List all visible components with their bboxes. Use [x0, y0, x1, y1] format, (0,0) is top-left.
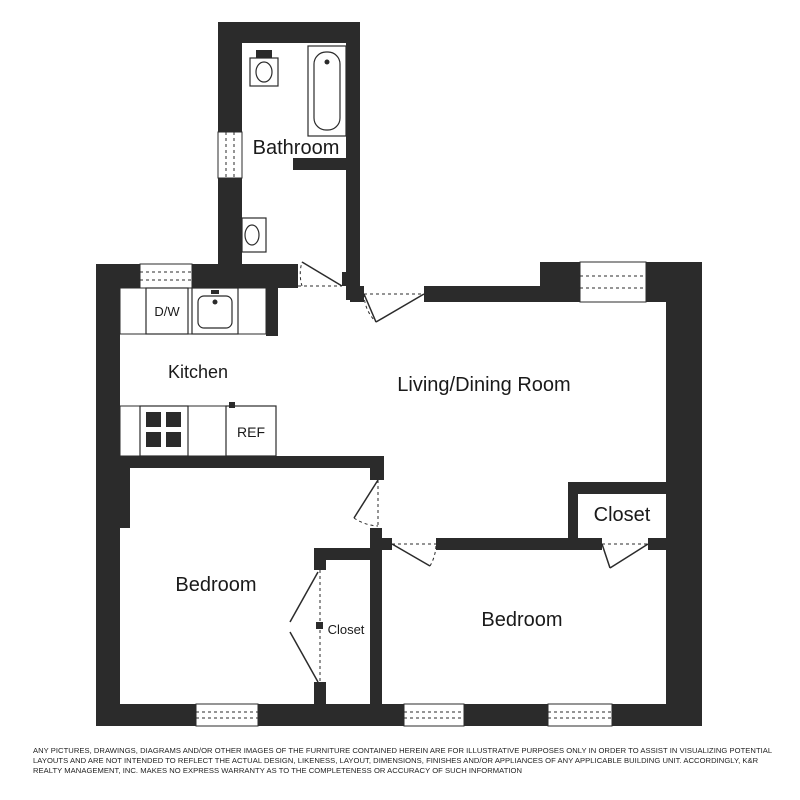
room-label-bedroom-left: Bedroom	[175, 574, 256, 596]
bedroom-door-post-top	[370, 456, 384, 480]
stove-icon	[139, 405, 189, 457]
closet-left-wall	[568, 482, 578, 542]
right-exterior-wall	[666, 262, 702, 726]
living-top-wall-left	[350, 286, 364, 302]
left-exterior-wall	[96, 264, 120, 726]
bathroom-fixtures	[241, 45, 347, 253]
walls	[96, 22, 702, 726]
room-label-closet-small: Closet	[328, 622, 365, 637]
kitchen-bedroom-wall	[120, 456, 384, 468]
door-bathroom	[298, 261, 343, 287]
kitchen-fixtures: D/W REF	[119, 287, 277, 457]
right-bedroom-top-wall	[436, 538, 602, 550]
window-living	[579, 261, 647, 303]
bottom-wall-mid	[258, 704, 404, 726]
kitchen-wall-stub	[266, 288, 278, 336]
door-living-entry	[363, 293, 425, 323]
door-closet-small	[289, 570, 321, 683]
bottom-wall-left	[96, 704, 196, 726]
small-closet-top-wall	[314, 548, 372, 560]
closet-top-wall	[568, 482, 668, 494]
bathtub-icon	[307, 45, 347, 137]
dishwasher-label: D/W	[154, 304, 180, 319]
toilet-icon	[249, 50, 279, 87]
room-label-kitchen: Kitchen	[168, 362, 228, 382]
kitchen-sink-icon	[191, 287, 239, 335]
room-label-bathroom: Bathroom	[253, 137, 340, 159]
bottom-wall-center	[464, 704, 548, 726]
room-labels: Bathroom Kitchen Living/Dining Room Bedr…	[168, 137, 651, 637]
refrigerator-label: REF	[237, 424, 265, 440]
bathroom-left-wall-upper	[218, 22, 242, 132]
bathroom-sink-icon	[241, 217, 267, 253]
bathroom-partition	[293, 158, 349, 170]
bottom-wall-right	[612, 704, 702, 726]
kitchen-top-wall-left	[96, 264, 140, 288]
bathroom-door-jamb	[342, 272, 360, 286]
small-closet-left-wall-bottom	[314, 682, 326, 708]
door-bedroom-right	[391, 543, 437, 567]
room-label-closet-main: Closet	[594, 504, 651, 526]
window-bathroom	[217, 131, 243, 179]
bedrooms-divider-cap	[370, 538, 392, 550]
bathroom-right-wall	[346, 22, 360, 300]
small-closet-left-wall-top	[314, 548, 326, 570]
bedrooms-divider-wall	[370, 528, 382, 706]
kitchen-top-wall-mid	[192, 264, 242, 288]
windows	[139, 131, 647, 727]
living-top-wall-block	[540, 262, 580, 302]
room-label-bedroom-right: Bedroom	[481, 609, 562, 631]
bathroom-left-wall-lower	[218, 178, 242, 270]
left-wall-notch	[118, 460, 130, 528]
dishwasher: D/W	[145, 287, 189, 335]
room-label-living-dining: Living/Dining Room	[397, 374, 570, 396]
doors	[289, 261, 649, 683]
window-kitchen	[139, 263, 193, 289]
door-bedroom-left	[353, 479, 379, 528]
right-bedroom-top-wall-end	[648, 538, 668, 550]
window-bedroom-right-1	[403, 703, 465, 727]
kitchen-top-wall-right	[240, 264, 298, 288]
door-closet-main	[601, 543, 649, 569]
refrigerator: REF	[225, 402, 277, 457]
legal-disclaimer: ANY PICTURES, DRAWINGS, DIAGRAMS AND/OR …	[33, 746, 772, 775]
window-bedroom-left	[195, 703, 259, 727]
window-bedroom-right-2	[547, 703, 613, 727]
floor-plan: D/W REF Bathroom Kitchen Living/Di	[96, 22, 702, 727]
bathroom-top-wall	[218, 22, 360, 43]
